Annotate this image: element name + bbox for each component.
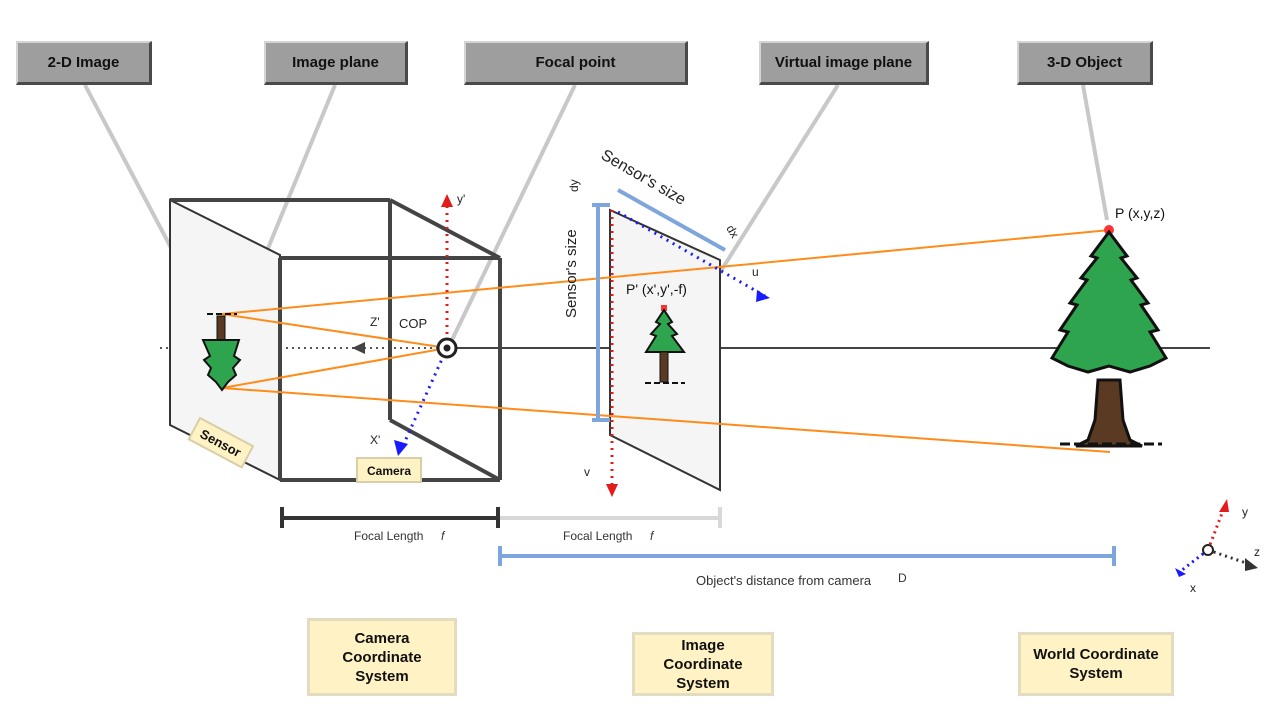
z-prime-label: Z' [370,315,380,329]
image-point-label: P' (x',y',-f) [626,281,687,297]
camera-coordinate-system-box: Camera Coordinate System [307,618,457,696]
y-prime-label: y' [457,192,465,206]
v-arrow-icon [606,484,618,497]
image-point-marker [661,305,667,311]
projected-tree-icon [644,308,686,384]
distance-label: Object's distance from camera [696,573,872,588]
dy-label: dy [567,179,581,192]
inverted-tree-icon [201,313,242,392]
header-focal-point: Focal point [464,41,688,85]
z-arrow-icon [352,342,365,354]
x-arrow-icon [394,440,408,456]
focal-length-2-label: Focal Length [563,529,632,543]
object-tree-icon [1049,229,1169,448]
object-point-label: P (x,y,z) [1115,205,1165,221]
world-coordinate-system-box: World Coordinate System [1018,632,1174,696]
y-arrow-icon [441,194,453,207]
f-symbol-2: f [650,529,655,543]
cop-label: COP [399,316,427,331]
world-z-label: z [1254,545,1260,559]
light-rays [221,229,1111,453]
x-prime-label: X' [370,433,380,447]
focal-length-bar-2 [500,507,722,528]
image-axis-u [617,210,766,298]
focal-length-1-label: Focal Length [354,529,423,543]
world-y-label: y [1242,505,1248,519]
u-label: u [752,265,759,279]
v-label: v [584,465,590,479]
image-coordinate-system-box: Image Coordinate System [632,632,774,696]
header-2d-image: 2-D Image [16,41,152,85]
world-axes-icon [1175,499,1258,577]
camera-axis-x [400,347,449,449]
header-image-plane: Image plane [264,41,408,85]
focal-length-bar-1 [280,507,500,528]
sensor-size-side-label: Sensor's size [563,229,580,318]
distance-symbol: D [898,571,907,585]
camera-label: Camera [367,464,411,478]
distance-bar [498,546,1116,566]
u-arrow-icon [756,290,770,302]
header-3d-object: 3-D Object [1017,41,1153,85]
header-virtual-image-plane: Virtual image plane [759,41,929,85]
sensor-size-top-label: Sensor's size [598,147,689,209]
sensor-size-bars [592,188,726,422]
f-symbol-1: f [441,529,446,543]
dx-label: dx [723,223,741,241]
camera-tag: Camera [356,457,422,483]
world-x-label: x [1190,581,1196,595]
